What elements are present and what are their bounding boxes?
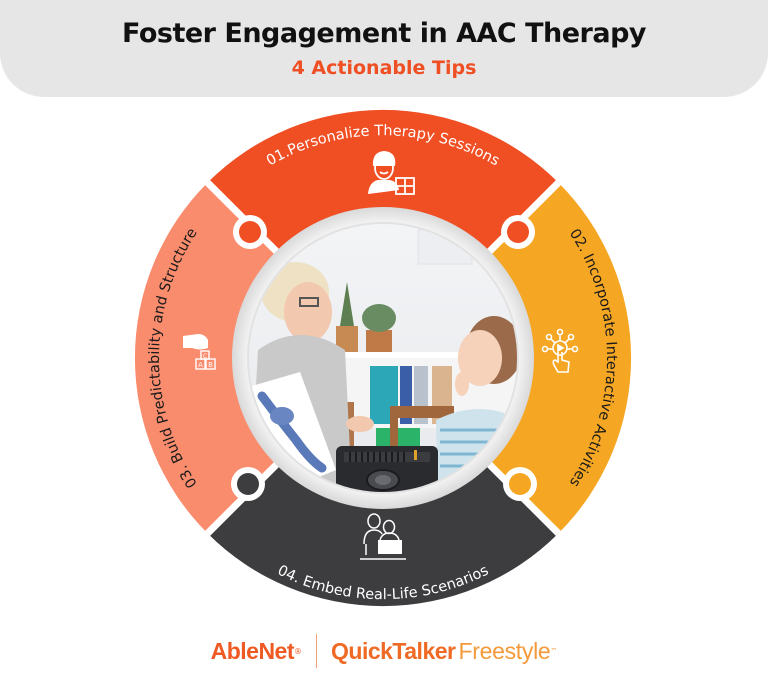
svg-text:A: A (198, 361, 203, 369)
ablenet-logo: AbleNet (210, 637, 295, 664)
logo-divider (316, 634, 318, 668)
segment-predictability (134, 182, 277, 534)
trademark-mark: ™ (550, 647, 558, 655)
touch-interactive-icon (541, 328, 579, 373)
page-subtitle: 4 Actionable Tips (291, 57, 477, 79)
svg-text:C: C (203, 353, 207, 360)
header-banner (0, 0, 768, 97)
hand-abc-blocks-icon: A B C (183, 334, 216, 370)
adult-child-reading-icon (360, 513, 406, 560)
footer-branding: AbleNet ® QuickTalker Freestyle ™ (0, 628, 768, 674)
segment-interactive (489, 182, 632, 534)
puzzle-knobs (231, 215, 537, 501)
registered-mark: ® (294, 646, 303, 656)
page-title: Foster Engagement in AAC Therapy (121, 18, 647, 49)
quicktalker-logo: QuickTalker (331, 637, 456, 664)
svg-text:B: B (208, 361, 213, 369)
freestyle-logo: Freestyle (458, 637, 551, 664)
person-puzzle-icon (368, 151, 415, 195)
